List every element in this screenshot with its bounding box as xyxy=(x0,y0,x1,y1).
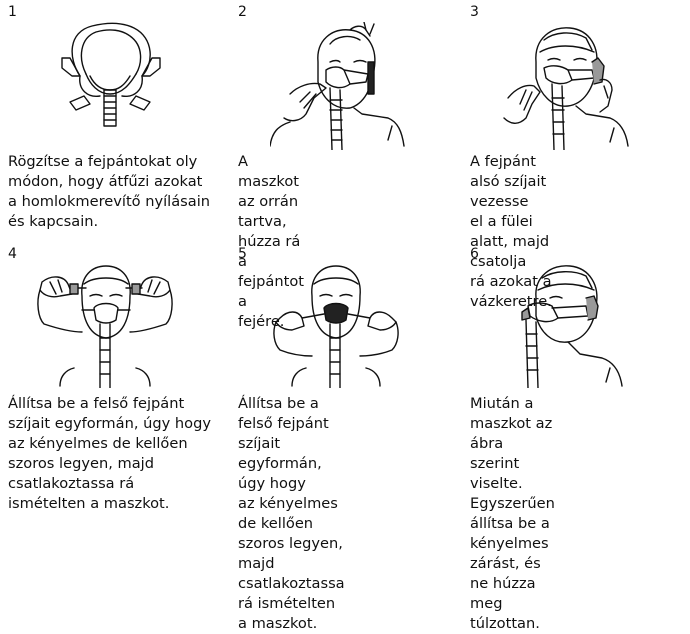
front-view-adjusting-lower-straps-illustration xyxy=(262,262,412,388)
step-number: 2 xyxy=(238,4,247,20)
step-caption: Állítsa be a felső fejpánt szíjait egyfo… xyxy=(238,394,345,634)
person-holding-mask-illustration xyxy=(270,22,410,150)
side-view-mask-fitted-illustration xyxy=(498,262,628,388)
step-number: 1 xyxy=(8,4,17,20)
step-caption: Rögzítse a fejpántokat oly módon, hogy á… xyxy=(8,152,210,232)
step-number: 6 xyxy=(470,246,479,262)
step-caption: Miután a maszkot az ábra szerint viselte… xyxy=(470,394,555,634)
step-number: 4 xyxy=(8,246,17,262)
headgear-frame-illustration xyxy=(50,18,170,130)
step-number: 3 xyxy=(470,4,479,20)
step-number: 5 xyxy=(238,246,247,262)
step-caption: Állítsa be a felső fejpánt szíjait egyfo… xyxy=(8,394,211,514)
person-clipping-straps-illustration xyxy=(500,22,630,150)
front-view-adjusting-upper-straps-illustration xyxy=(30,262,180,388)
